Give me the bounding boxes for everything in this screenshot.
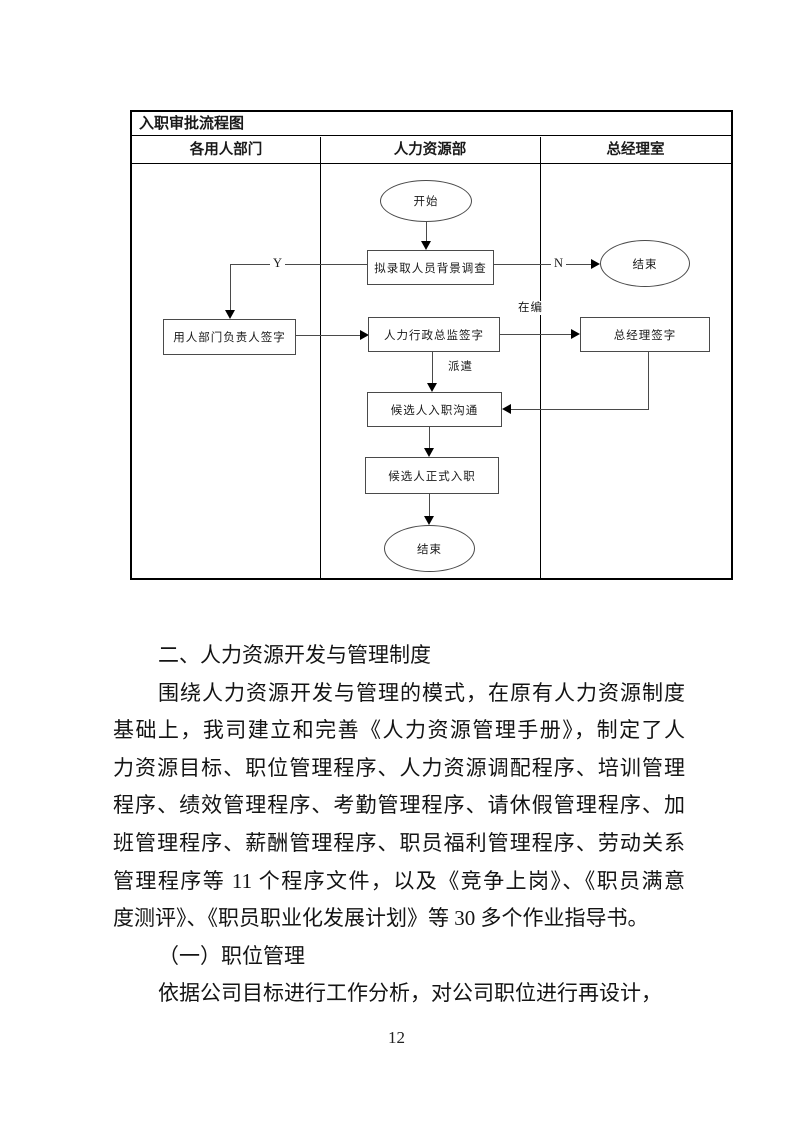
edge-formal-to-end <box>429 494 430 517</box>
flowchart-column-headers: 各用人部门 人力资源部 总经理室 <box>132 137 731 164</box>
arrowhead-hr-to-communication <box>427 383 437 392</box>
body-line: 力资源目标、职位管理程序、人力资源调配程序、培训管理 <box>113 755 685 780</box>
hr-director-sign-node: 人力行政总监签字 <box>368 317 500 352</box>
column-divider-1 <box>320 137 321 578</box>
edge-yes-vertical <box>230 264 231 311</box>
end-node-bottom: 结束 <box>384 525 475 572</box>
start-node: 开始 <box>380 180 472 222</box>
edge-label-no: N <box>551 256 567 270</box>
flowchart-body: 开始 拟录取人员背景调查 结束 用人部门负责人签字 人力行政总监签字 总经理签字… <box>132 164 731 578</box>
column-header-hr: 人力资源部 <box>393 142 467 158</box>
edge-no-horizontal <box>494 264 591 265</box>
body-line: 程序、绩效管理程序、考勤管理程序、请休假管理程序、加 <box>113 793 685 818</box>
document-body: 二、人力资源开发与管理制度 围绕人力资源开发与管理的模式，在原有人力资源制度 基… <box>113 637 685 1013</box>
body-line: 基础上，我司建立和完善《人力资源管理手册》，制定了人 <box>113 718 685 743</box>
edge-hr-to-gm <box>500 334 571 335</box>
edge-label-yes: Y <box>270 256 286 270</box>
body-line: 管理程序等 11 个程序文件，以及《竞争上岗》、《职员满意 <box>113 868 685 893</box>
edge-yes-horizontal <box>230 264 367 265</box>
background-check-node: 拟录取人员背景调查 <box>367 250 494 285</box>
column-divider-2 <box>540 137 541 578</box>
formal-onboard-node: 候选人正式入职 <box>365 457 499 494</box>
arrowhead-dept-to-hr <box>360 330 369 340</box>
arrowhead-start-to-check <box>421 241 431 250</box>
edge-hr-to-communication <box>432 352 433 384</box>
edge-communication-to-formal <box>429 427 430 449</box>
edge-label-established: 在编 <box>515 301 546 315</box>
arrowhead-communication-to-formal <box>424 448 434 457</box>
arrowhead-formal-to-end <box>424 516 434 525</box>
body-line: 度测评》、《职员职业化发展计划》等 30 多个作业指导书。 <box>113 906 649 931</box>
page-number: 12 <box>388 1028 405 1047</box>
onboarding-approval-flowchart: 入职审批流程图 各用人部门 人力资源部 总经理室 开始 拟录取人员背景调查 结束… <box>130 110 733 580</box>
edge-start-to-check <box>426 222 427 242</box>
gm-sign-node: 总经理签字 <box>580 317 710 352</box>
flowchart-title: 入职审批流程图 <box>132 112 731 136</box>
edge-gm-down <box>648 352 649 410</box>
arrowhead-gm-to-communication <box>502 404 511 414</box>
edge-label-dispatch: 派遣 <box>445 360 476 374</box>
section-heading: 二、人力资源开发与管理制度 <box>158 643 431 667</box>
arrowhead-hr-to-gm <box>571 329 580 339</box>
arrowhead-no <box>591 259 600 269</box>
dept-head-sign-node: 用人部门负责人签字 <box>163 319 296 355</box>
end-node-right: 结束 <box>600 240 690 287</box>
column-header-departments: 各用人部门 <box>189 142 263 158</box>
subsection-heading: （一）职位管理 <box>158 943 305 968</box>
edge-dept-to-hr <box>296 335 360 336</box>
column-header-gm-office: 总经理室 <box>606 142 665 158</box>
edge-gm-to-communication <box>511 409 649 410</box>
body-line: 依据公司目标进行工作分析，对公司职位进行再设计， <box>158 981 662 1006</box>
body-line: 围绕人力资源开发与管理的模式，在原有人力资源制度 <box>158 680 685 705</box>
body-line: 班管理程序、薪酬管理程序、职员福利管理程序、劳动关系 <box>113 830 685 855</box>
onboard-communication-node: 候选人入职沟通 <box>367 392 502 427</box>
arrowhead-yes <box>225 310 235 319</box>
